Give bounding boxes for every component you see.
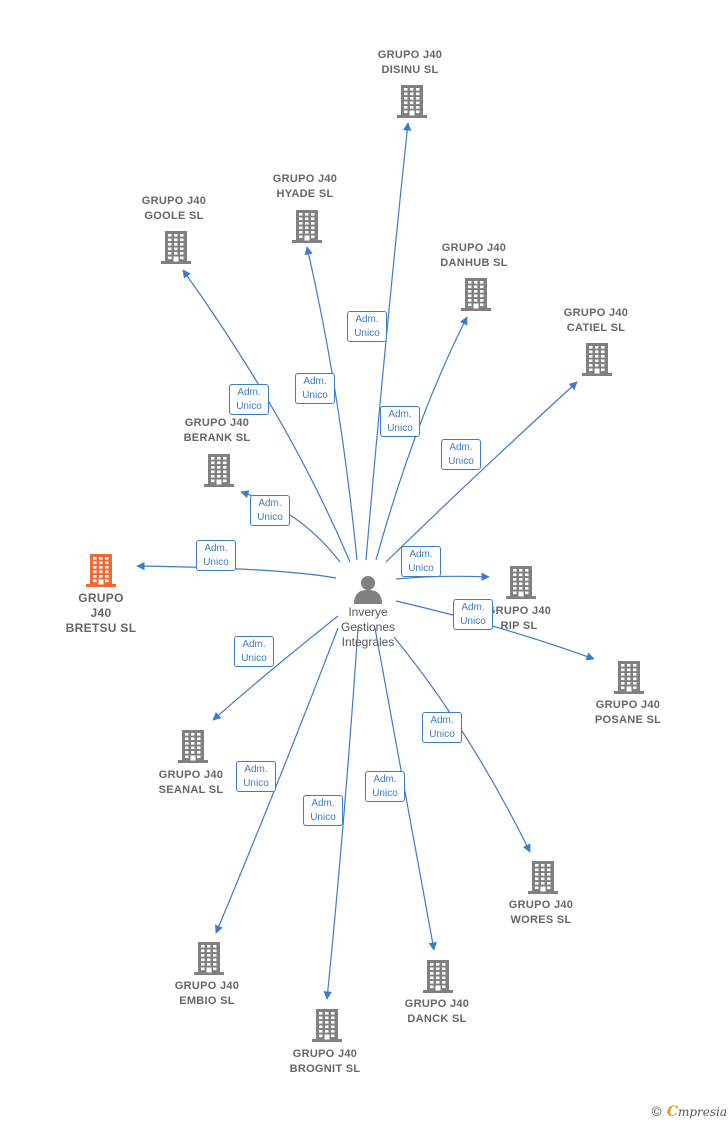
person-node[interactable]: Inverye Gestiones Integrales <box>318 573 418 650</box>
company-label-berank[interactable]: GRUPO J40 BERANK SL <box>157 416 277 446</box>
brand-initial: C <box>666 1104 678 1120</box>
company-label-seanal[interactable]: GRUPO J40 SEANAL SL <box>131 768 251 798</box>
role-badge-goole[interactable]: Adm. Unico <box>229 384 269 415</box>
company-name: GRUPO J40 SEANAL SL <box>158 769 224 796</box>
building-icon <box>423 960 453 993</box>
building-icon <box>461 278 491 311</box>
company-label-brognit[interactable]: GRUPO J40 BROGNIT SL <box>265 1047 385 1077</box>
copyright-symbol: © <box>650 1105 663 1120</box>
company-label-danck[interactable]: GRUPO J40 DANCK SL <box>377 997 497 1027</box>
edge-embio <box>215 627 339 934</box>
company-name: GRUPO J40 DANHUB SL <box>440 242 508 269</box>
company-label-danhub[interactable]: GRUPO J40 DANHUB SL <box>414 241 534 271</box>
person-label: Inverye Gestiones Integrales <box>340 605 396 649</box>
company-icon-goole[interactable] <box>159 229 193 265</box>
edge-bretsu <box>136 561 337 579</box>
company-name: GRUPO J40 GOOLE SL <box>141 195 207 222</box>
company-label-disinu[interactable]: GRUPO J40 DISINU SL <box>350 48 470 78</box>
role-badge-wores[interactable]: Adm. Unico <box>422 712 462 743</box>
company-label-embio[interactable]: GRUPO J40 EMBIO SL <box>147 979 267 1009</box>
edge-goole <box>182 269 351 563</box>
edge-brognit <box>323 627 359 1000</box>
company-name: GRUPO J40 CATIEL SL <box>563 307 629 334</box>
role-badge-seanal[interactable]: Adm. Unico <box>234 636 274 667</box>
role-badge-disinu[interactable]: Adm. Unico <box>347 311 387 342</box>
edge-wores <box>393 636 531 853</box>
company-name: GRUPO J40 WORES SL <box>508 899 574 926</box>
company-icon-disinu[interactable] <box>395 83 429 119</box>
company-icon-brognit[interactable] <box>310 1007 344 1043</box>
company-name: GRUPO J40 POSANE SL <box>594 699 662 726</box>
building-icon <box>161 231 191 264</box>
edge-rip <box>395 572 490 581</box>
role-badge-catiel[interactable]: Adm. Unico <box>441 439 481 470</box>
person-icon <box>354 576 382 604</box>
company-name: GRUPO J40 DISINU SL <box>377 49 443 76</box>
company-name: GRUPO J40 EMBIO SL <box>174 980 240 1007</box>
company-label-bretsu[interactable]: GRUPO J40 BRETSU SL <box>41 591 161 636</box>
company-label-wores[interactable]: GRUPO J40 WORES SL <box>481 898 601 928</box>
role-badge-hyade[interactable]: Adm. Unico <box>295 373 335 404</box>
building-icon <box>312 1009 342 1042</box>
edge-posane <box>395 600 595 661</box>
company-label-posane[interactable]: GRUPO J40 POSANE SL <box>568 698 688 728</box>
company-name: GRUPO J40 HYADE SL <box>272 173 338 200</box>
company-label-hyade[interactable]: GRUPO J40 HYADE SL <box>245 172 365 202</box>
company-name: GRUPO J40 BROGNIT SL <box>289 1048 361 1075</box>
building-icon <box>506 566 536 599</box>
company-icon-berank[interactable] <box>202 452 236 488</box>
brand-rest: mpresia <box>677 1105 728 1119</box>
edge-seanal <box>212 615 339 721</box>
role-badge-bretsu[interactable]: Adm. Unico <box>196 540 236 571</box>
building-icon <box>397 85 427 118</box>
building-icon <box>528 861 558 894</box>
company-icon-wores[interactable] <box>526 859 560 895</box>
company-icon-seanal[interactable] <box>176 728 210 764</box>
company-icon-rip[interactable] <box>504 564 538 600</box>
company-icon-hyade[interactable] <box>290 208 324 244</box>
company-icon-posane[interactable] <box>612 659 646 695</box>
role-badge-posane[interactable]: Adm. Unico <box>453 599 493 630</box>
role-badge-berank[interactable]: Adm. Unico <box>250 495 290 526</box>
building-icon <box>194 942 224 975</box>
building-icon <box>204 454 234 487</box>
company-icon-danck[interactable] <box>421 958 455 994</box>
edge-catiel <box>385 381 578 563</box>
building-icon <box>582 343 612 376</box>
company-name: GRUPO J40 BRETSU SL <box>65 590 137 635</box>
role-badge-brognit[interactable]: Adm. Unico <box>303 795 343 826</box>
building-icon <box>292 210 322 243</box>
company-name: GRUPO J40 DANCK SL <box>404 998 470 1025</box>
empresia-logo: © Cmpresia <box>650 1104 727 1120</box>
company-label-catiel[interactable]: GRUPO J40 CATIEL SL <box>536 306 656 336</box>
company-icon-bretsu[interactable] <box>84 552 118 588</box>
role-badge-embio[interactable]: Adm. Unico <box>236 761 276 792</box>
building-icon <box>86 554 116 587</box>
company-label-rip[interactable]: GRUPO J40 RIP SL <box>459 604 579 634</box>
company-icon-catiel[interactable] <box>580 341 614 377</box>
role-badge-rip[interactable]: Adm. Unico <box>401 546 441 577</box>
role-badge-danck[interactable]: Adm. Unico <box>365 771 405 802</box>
role-badge-danhub[interactable]: Adm. Unico <box>380 406 420 437</box>
company-name: GRUPO J40 BERANK SL <box>183 417 251 444</box>
company-icon-danhub[interactable] <box>459 276 493 312</box>
edge-hyade <box>304 246 358 561</box>
company-name: GRUPO J40 RIP SL <box>486 605 552 632</box>
company-label-goole[interactable]: GRUPO J40 GOOLE SL <box>114 194 234 224</box>
company-icon-embio[interactable] <box>192 940 226 976</box>
building-icon <box>614 661 644 694</box>
building-icon <box>178 730 208 763</box>
